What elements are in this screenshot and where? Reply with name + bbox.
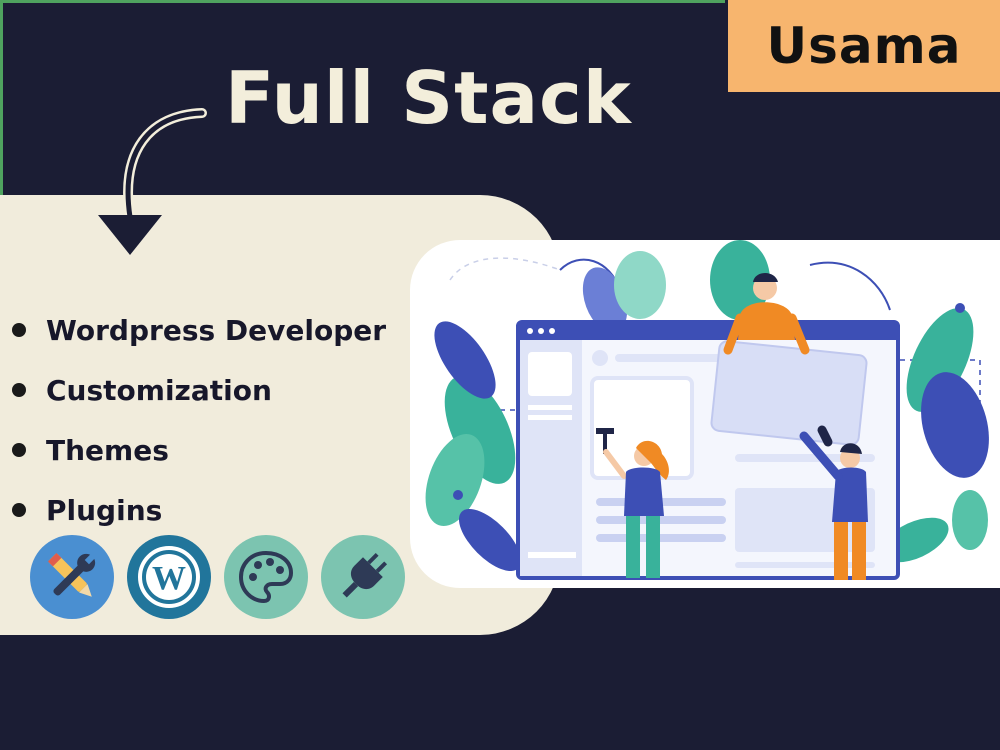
plug-icon [321,535,405,619]
top-edge-accent [0,0,725,3]
svg-text:W: W [152,560,186,597]
name-badge: Usama [728,0,1000,92]
palette-icon [224,535,308,619]
bullet-icon [12,503,26,517]
feature-item: Customization [12,360,386,420]
feature-item: Plugins [12,480,386,540]
bullet-icon [12,443,26,457]
illustration-card [410,240,1000,588]
wordpress-icon: W [127,535,211,619]
feature-item: Wordpress Developer [12,300,386,360]
feature-label: Customization [46,373,272,407]
page-title: Full Stack [225,56,632,140]
feature-label: Themes [46,433,169,467]
web-design-illustration [425,240,989,580]
service-icons: W [30,535,405,619]
tools-icon [30,535,114,619]
curved-arrow-icon [98,108,207,255]
feature-list: Wordpress Developer Customization Themes… [12,300,386,540]
feature-label: Plugins [46,493,163,527]
feature-label: Wordpress Developer [46,313,387,347]
name-label: Usama [766,17,962,75]
feature-item: Themes [12,420,386,480]
bullet-icon [12,323,26,337]
bullet-icon [12,383,26,397]
left-edge-accent [0,0,3,200]
